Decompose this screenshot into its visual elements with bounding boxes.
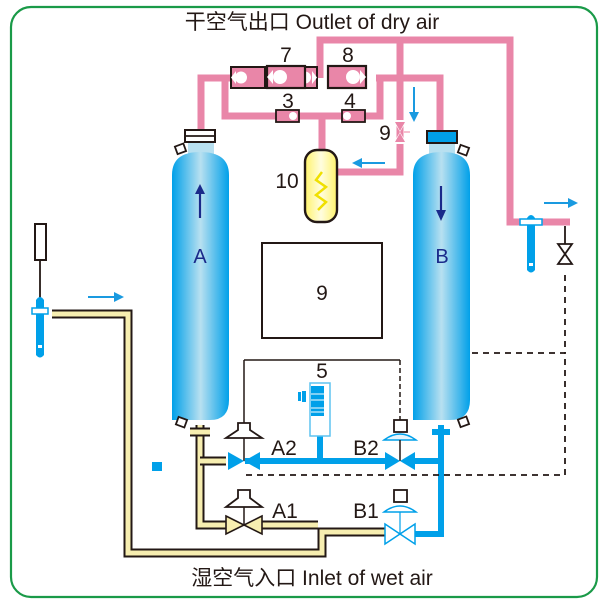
throttle-valve-8 [393,120,410,144]
component-label-3: 3 [282,90,294,113]
outlet-flow-arrow-icon [544,198,578,208]
valve-a2 [223,359,400,470]
silencer-5 [298,382,331,437]
component-label-5: 5 [316,360,328,383]
legend-marker [152,462,162,471]
wet-air-pipes [52,309,385,558]
check-valve-7-main [326,64,368,90]
component-label-6: 7 [280,44,292,67]
heater-10 [303,148,339,224]
check-valve-4 [341,109,366,123]
drain-valve [556,226,574,265]
component-label-8: 9 [379,122,391,145]
tower-a-label: A [193,246,207,268]
control-box-9 [261,242,383,339]
check-valve-3 [275,109,300,123]
valve-label-a2: A2 [271,437,297,460]
valve-b2 [381,360,419,470]
tower-b [413,130,471,429]
outlet-filter [519,215,543,273]
tower-a [172,129,229,429]
check-valve-6 [230,66,266,89]
outlet-label: 干空气出口 Outlet of dry air [185,11,439,34]
valve-label-b1: B1 [353,500,379,523]
regen-pipes [245,425,450,537]
valve-a1 [223,489,265,536]
valve-label-b2: B2 [353,437,379,460]
regen-flow-arrow-down-icon [409,87,419,122]
inlet-filter [31,223,49,358]
component-label-4: 4 [344,90,356,113]
control-dashed-lines [245,275,566,476]
component-label-7: 8 [342,44,354,67]
heating-coil-icon [313,171,329,211]
valve-label-a1: A1 [272,500,298,523]
inlet-flow-arrow-icon [88,292,124,302]
regen-flow-arrow-left-icon [352,158,385,168]
inlet-label: 湿空气入口 Inlet of wet air [191,567,433,590]
tower-b-label: B [435,246,448,268]
component-label-10: 10 [275,170,298,193]
valve-b1 [381,489,419,546]
check-valve-6-main [265,64,307,90]
diagram-border [9,5,599,599]
control-box-number: 9 [316,282,328,305]
